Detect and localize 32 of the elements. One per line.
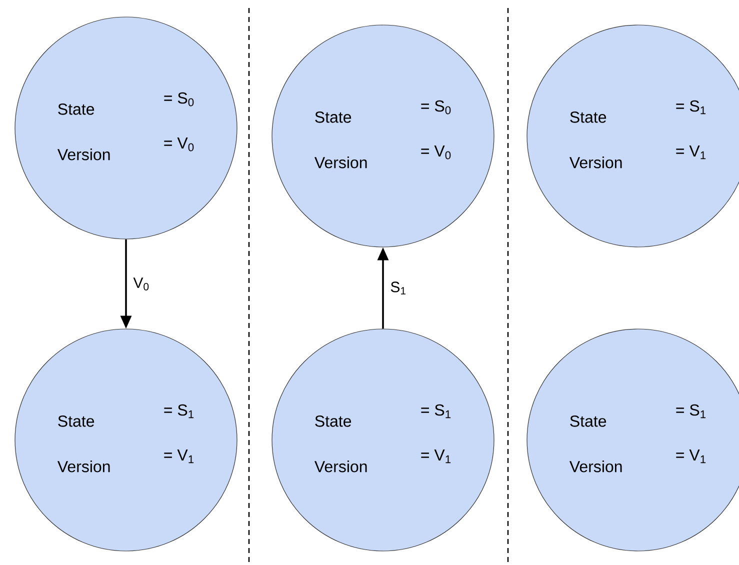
state-circle [526, 328, 739, 552]
row-value: = V$_{1}$ [421, 450, 451, 464]
row-label: Version [569, 460, 622, 472]
row-value: = S$_{0}$ [421, 100, 451, 114]
row-label: Version [314, 460, 367, 472]
row-label: State [315, 112, 352, 123]
row-value: = V$_{0}$ [421, 146, 451, 160]
state-circle [14, 16, 238, 240]
row-value: = S$_{1}$ [421, 404, 451, 418]
row-label: Version [314, 156, 367, 168]
row-label: State [570, 112, 606, 123]
row-value: = V$_{1}$ [676, 146, 706, 160]
row-label: Version [57, 460, 110, 472]
row-value: = V$_{0}$ [164, 138, 194, 152]
state-circle [14, 328, 238, 552]
edge-label: S$_{1}$ [390, 282, 406, 294]
row-label: State [58, 416, 94, 427]
row-label: Version [57, 148, 110, 160]
row-label: State [570, 416, 606, 427]
row-label: State [58, 104, 94, 115]
row-label: State [315, 416, 352, 427]
row-value: = S$_{1}$ [164, 404, 194, 418]
row-value: = V$_{1}$ [164, 450, 194, 464]
edge-label: V$_{0}$ [133, 278, 149, 290]
row-value: = S$_{0}$ [164, 92, 194, 106]
state-circle [272, 24, 494, 248]
row-value: = S$_{1}$ [676, 100, 706, 114]
row-label: Version [569, 156, 622, 168]
row-value: = V$_{1}$ [676, 450, 706, 464]
row-value: = S$_{1}$ [676, 404, 706, 418]
state-circle [272, 328, 494, 552]
state-circle [526, 24, 739, 248]
